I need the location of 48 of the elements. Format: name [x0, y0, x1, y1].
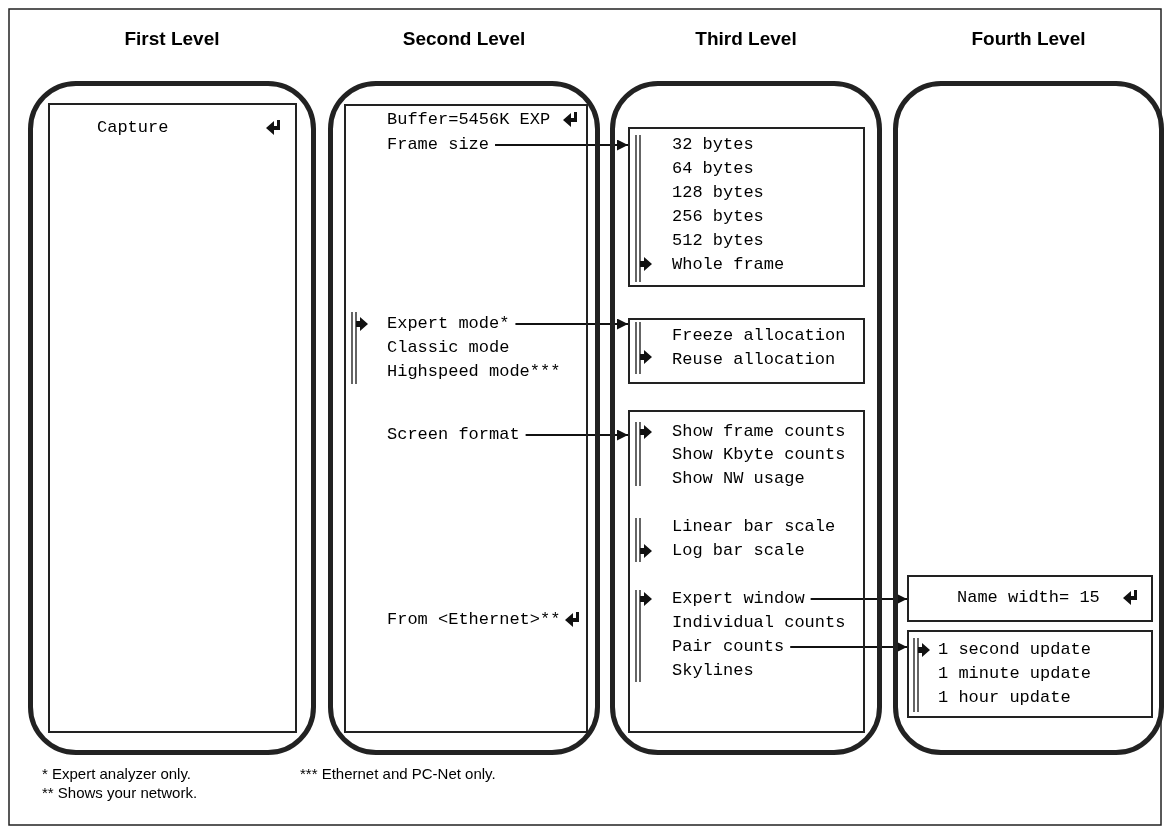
menu-item: Expert window [672, 588, 805, 610]
menu-item: Skylines [672, 660, 754, 682]
footnote: * Expert analyzer only. [42, 765, 191, 782]
menu-box [907, 630, 1153, 718]
menu-item: 32 bytes [672, 134, 754, 156]
menu-item: Frame size [387, 134, 490, 156]
menu-box [48, 103, 297, 733]
menu-item: Highspeed mode*** [387, 361, 561, 383]
menu-item: Screen format [387, 424, 520, 446]
menu-item: Freeze allocation [672, 325, 846, 347]
menu-item: Whole frame [672, 254, 785, 276]
level-heading: Fourth Level [970, 28, 1087, 50]
menu-item: 128 bytes [672, 182, 764, 204]
arrow [790, 641, 907, 653]
menu-box [907, 575, 1153, 622]
menu-item: Show frame counts [672, 421, 846, 443]
arrow [515, 318, 628, 330]
menu-box [628, 318, 865, 384]
menu-item: Show NW usage [672, 468, 805, 490]
level-heading: Third Level [694, 28, 798, 50]
level-heading: Second Level [401, 28, 527, 50]
menu-box [628, 410, 865, 733]
menu-item: Log bar scale [672, 540, 805, 562]
footnote: *** Ethernet and PC-Net only. [300, 765, 496, 782]
menu-item: Pair counts [672, 636, 785, 658]
footnote: ** Shows your network. [42, 784, 198, 801]
menu-item: Show Kbyte counts [672, 444, 846, 466]
menu-item: From <Ethernet>** [387, 609, 561, 631]
menu-item: Capture [97, 117, 169, 139]
menu-box [628, 127, 865, 287]
menu-item: Expert mode* [387, 313, 510, 335]
menu-item: Linear bar scale [672, 516, 836, 538]
arrow [495, 139, 628, 151]
menu-item: Buffer=5456K EXP [387, 109, 551, 131]
menu-item: Name width= 15 [957, 587, 1100, 609]
menu-item: 1 second update [938, 639, 1092, 661]
menu-item: 1 hour update [938, 687, 1071, 709]
menu-item: 256 bytes [672, 206, 764, 228]
arrow [810, 593, 907, 605]
menu-item: Individual counts [672, 612, 846, 634]
menu-item: 1 minute update [938, 663, 1092, 685]
menu-item: 64 bytes [672, 158, 754, 180]
menu-item: Reuse allocation [672, 349, 836, 371]
menu-item: Classic mode [387, 337, 510, 359]
menu-box [344, 104, 588, 733]
menu-item: 512 bytes [672, 230, 764, 252]
level-heading: First Level [123, 28, 221, 50]
arrow [525, 429, 628, 441]
